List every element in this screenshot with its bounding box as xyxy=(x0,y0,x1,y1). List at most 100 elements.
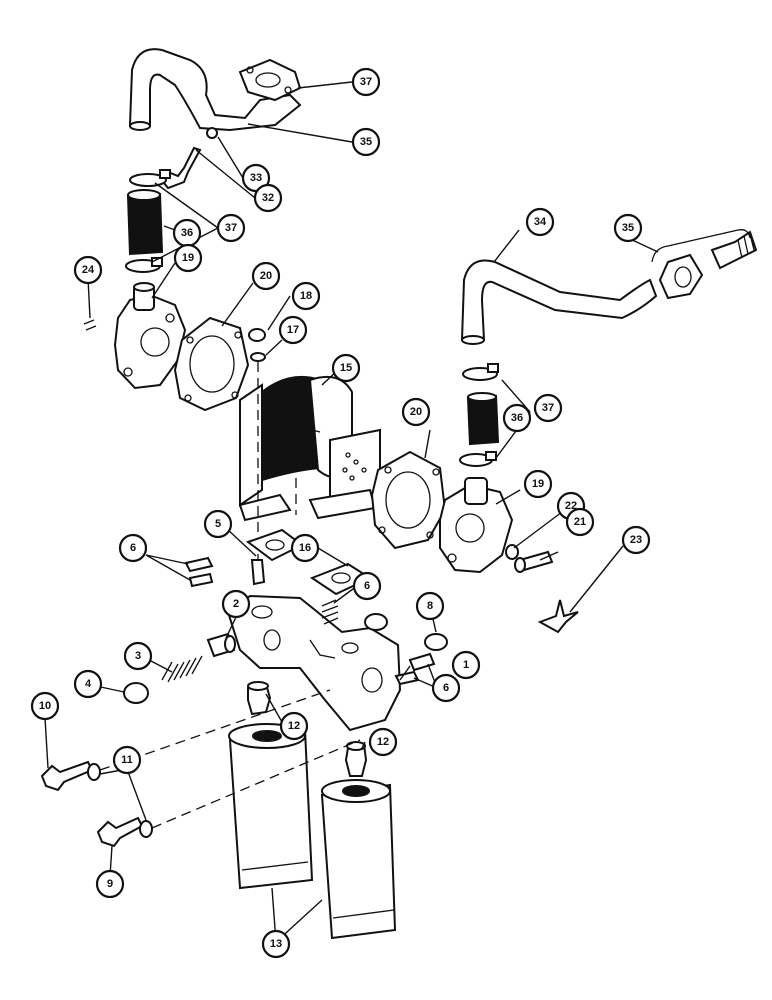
bolt-washer-lower xyxy=(139,820,153,838)
callout-2: 2 xyxy=(221,589,251,619)
heat-exchanger xyxy=(238,375,381,522)
callout-10: 10 xyxy=(30,691,60,721)
right-rubber-hose xyxy=(466,392,500,446)
callout-11: 11 xyxy=(112,745,142,775)
callout-37-upper: 37 xyxy=(216,213,246,243)
callout-19-left: 19 xyxy=(173,243,203,273)
right-dowel-pins xyxy=(394,652,436,686)
callout-20-right: 20 xyxy=(401,397,431,427)
callout-19-right: 19 xyxy=(523,469,553,499)
filter-adapter-right xyxy=(344,741,368,777)
callout-37-right: 37 xyxy=(533,393,563,423)
svg-text:22: 22 xyxy=(565,500,577,512)
callout-30: 35 xyxy=(351,127,381,157)
callout-1: 1 xyxy=(451,650,481,680)
drain-plug-small xyxy=(83,319,97,331)
callout-3: 3 xyxy=(123,641,153,671)
svg-text:21: 21 xyxy=(574,516,586,528)
svg-text:4: 4 xyxy=(85,678,92,690)
right-end-cover xyxy=(439,477,514,574)
callout-12-right: 12 xyxy=(368,727,398,757)
right-coolant-pipe xyxy=(460,259,658,345)
svg-text:12: 12 xyxy=(377,736,389,748)
callout-31: 37 xyxy=(351,67,381,97)
filter-cartridge-left xyxy=(228,723,314,890)
relief-valve-spring xyxy=(161,655,203,683)
svg-text:5: 5 xyxy=(215,518,221,530)
callout-36-upper: 36 xyxy=(172,218,202,248)
callout-23: 23 xyxy=(621,525,651,555)
callout-34: 34 xyxy=(525,207,555,237)
svg-text:3: 3 xyxy=(135,650,141,662)
mounting-bolt-long xyxy=(40,760,94,792)
filter-adapter-left xyxy=(247,681,272,716)
cap-nut xyxy=(248,328,266,342)
svg-text:33: 33 xyxy=(250,172,262,184)
svg-text:37: 37 xyxy=(360,76,372,88)
callout-12-left: 12 xyxy=(279,711,309,741)
callout-35: 35 xyxy=(613,213,643,243)
svg-text:6: 6 xyxy=(443,682,449,694)
svg-text:6: 6 xyxy=(130,542,136,554)
svg-text:19: 19 xyxy=(182,252,194,264)
callout-36-right: 36 xyxy=(502,403,532,433)
callout-17: 17 xyxy=(278,315,308,345)
callout-9: 9 xyxy=(95,869,125,899)
svg-text:19: 19 xyxy=(532,478,544,490)
callout-8: 8 xyxy=(415,591,445,621)
svg-text:12: 12 xyxy=(288,720,300,732)
svg-text:20: 20 xyxy=(260,270,272,282)
svg-text:8: 8 xyxy=(427,600,433,612)
svg-text:23: 23 xyxy=(630,534,642,546)
filter-cartridge-right xyxy=(320,779,397,940)
svg-text:11: 11 xyxy=(121,754,133,766)
callout-6-left: 6 xyxy=(118,533,148,563)
right-hose-clamp-top xyxy=(462,363,499,381)
pipe-flange-gasket xyxy=(238,58,302,102)
svg-text:34: 34 xyxy=(534,216,547,228)
bolt-washer-upper xyxy=(87,763,101,781)
relief-valve-cap xyxy=(123,682,149,704)
pipe-adapter-fitting xyxy=(710,230,758,270)
svg-text:37: 37 xyxy=(225,222,237,234)
callout-15: 15 xyxy=(331,353,361,383)
callout-13: 13 xyxy=(261,929,291,959)
svg-text:16: 16 xyxy=(299,542,311,554)
svg-text:1: 1 xyxy=(463,659,469,671)
mounting-bolt-short xyxy=(96,816,144,848)
filter-head xyxy=(226,594,402,732)
left-cover-gasket xyxy=(173,316,250,412)
callout-16: 16 xyxy=(290,533,320,563)
callout-5: 5 xyxy=(203,509,233,539)
upper-rubber-hose xyxy=(126,189,164,256)
relief-valve-plunger xyxy=(206,632,236,658)
svg-text:17: 17 xyxy=(287,324,299,336)
o-ring-lower xyxy=(424,633,448,651)
callout-32: 32 xyxy=(253,183,283,213)
svg-text:32: 32 xyxy=(262,192,274,204)
callout-6-center: 6 xyxy=(352,571,382,601)
svg-text:6: 6 xyxy=(364,580,370,592)
svg-text:2: 2 xyxy=(233,598,239,610)
svg-text:35: 35 xyxy=(622,222,634,234)
pipe-union-nut xyxy=(658,253,704,300)
svg-text:9: 9 xyxy=(107,878,113,890)
svg-text:13: 13 xyxy=(270,938,282,950)
callout-24: 24 xyxy=(73,255,103,285)
upper-coolant-pipe xyxy=(128,48,302,132)
right-hose-clamp-bottom xyxy=(459,451,497,467)
svg-text:36: 36 xyxy=(181,227,193,239)
check-valve xyxy=(250,559,266,586)
o-ring-upper xyxy=(364,613,388,631)
svg-text:15: 15 xyxy=(340,362,352,374)
svg-text:24: 24 xyxy=(82,264,95,276)
pressure-spring xyxy=(321,599,339,625)
callout-20-left: 20 xyxy=(251,261,281,291)
callout-4: 4 xyxy=(73,669,103,699)
svg-text:10: 10 xyxy=(39,700,51,712)
callout-33: 33 xyxy=(241,163,271,193)
upper-hose-clamp-top xyxy=(129,169,171,187)
svg-text:20: 20 xyxy=(410,406,422,418)
lock-washer xyxy=(206,127,218,139)
